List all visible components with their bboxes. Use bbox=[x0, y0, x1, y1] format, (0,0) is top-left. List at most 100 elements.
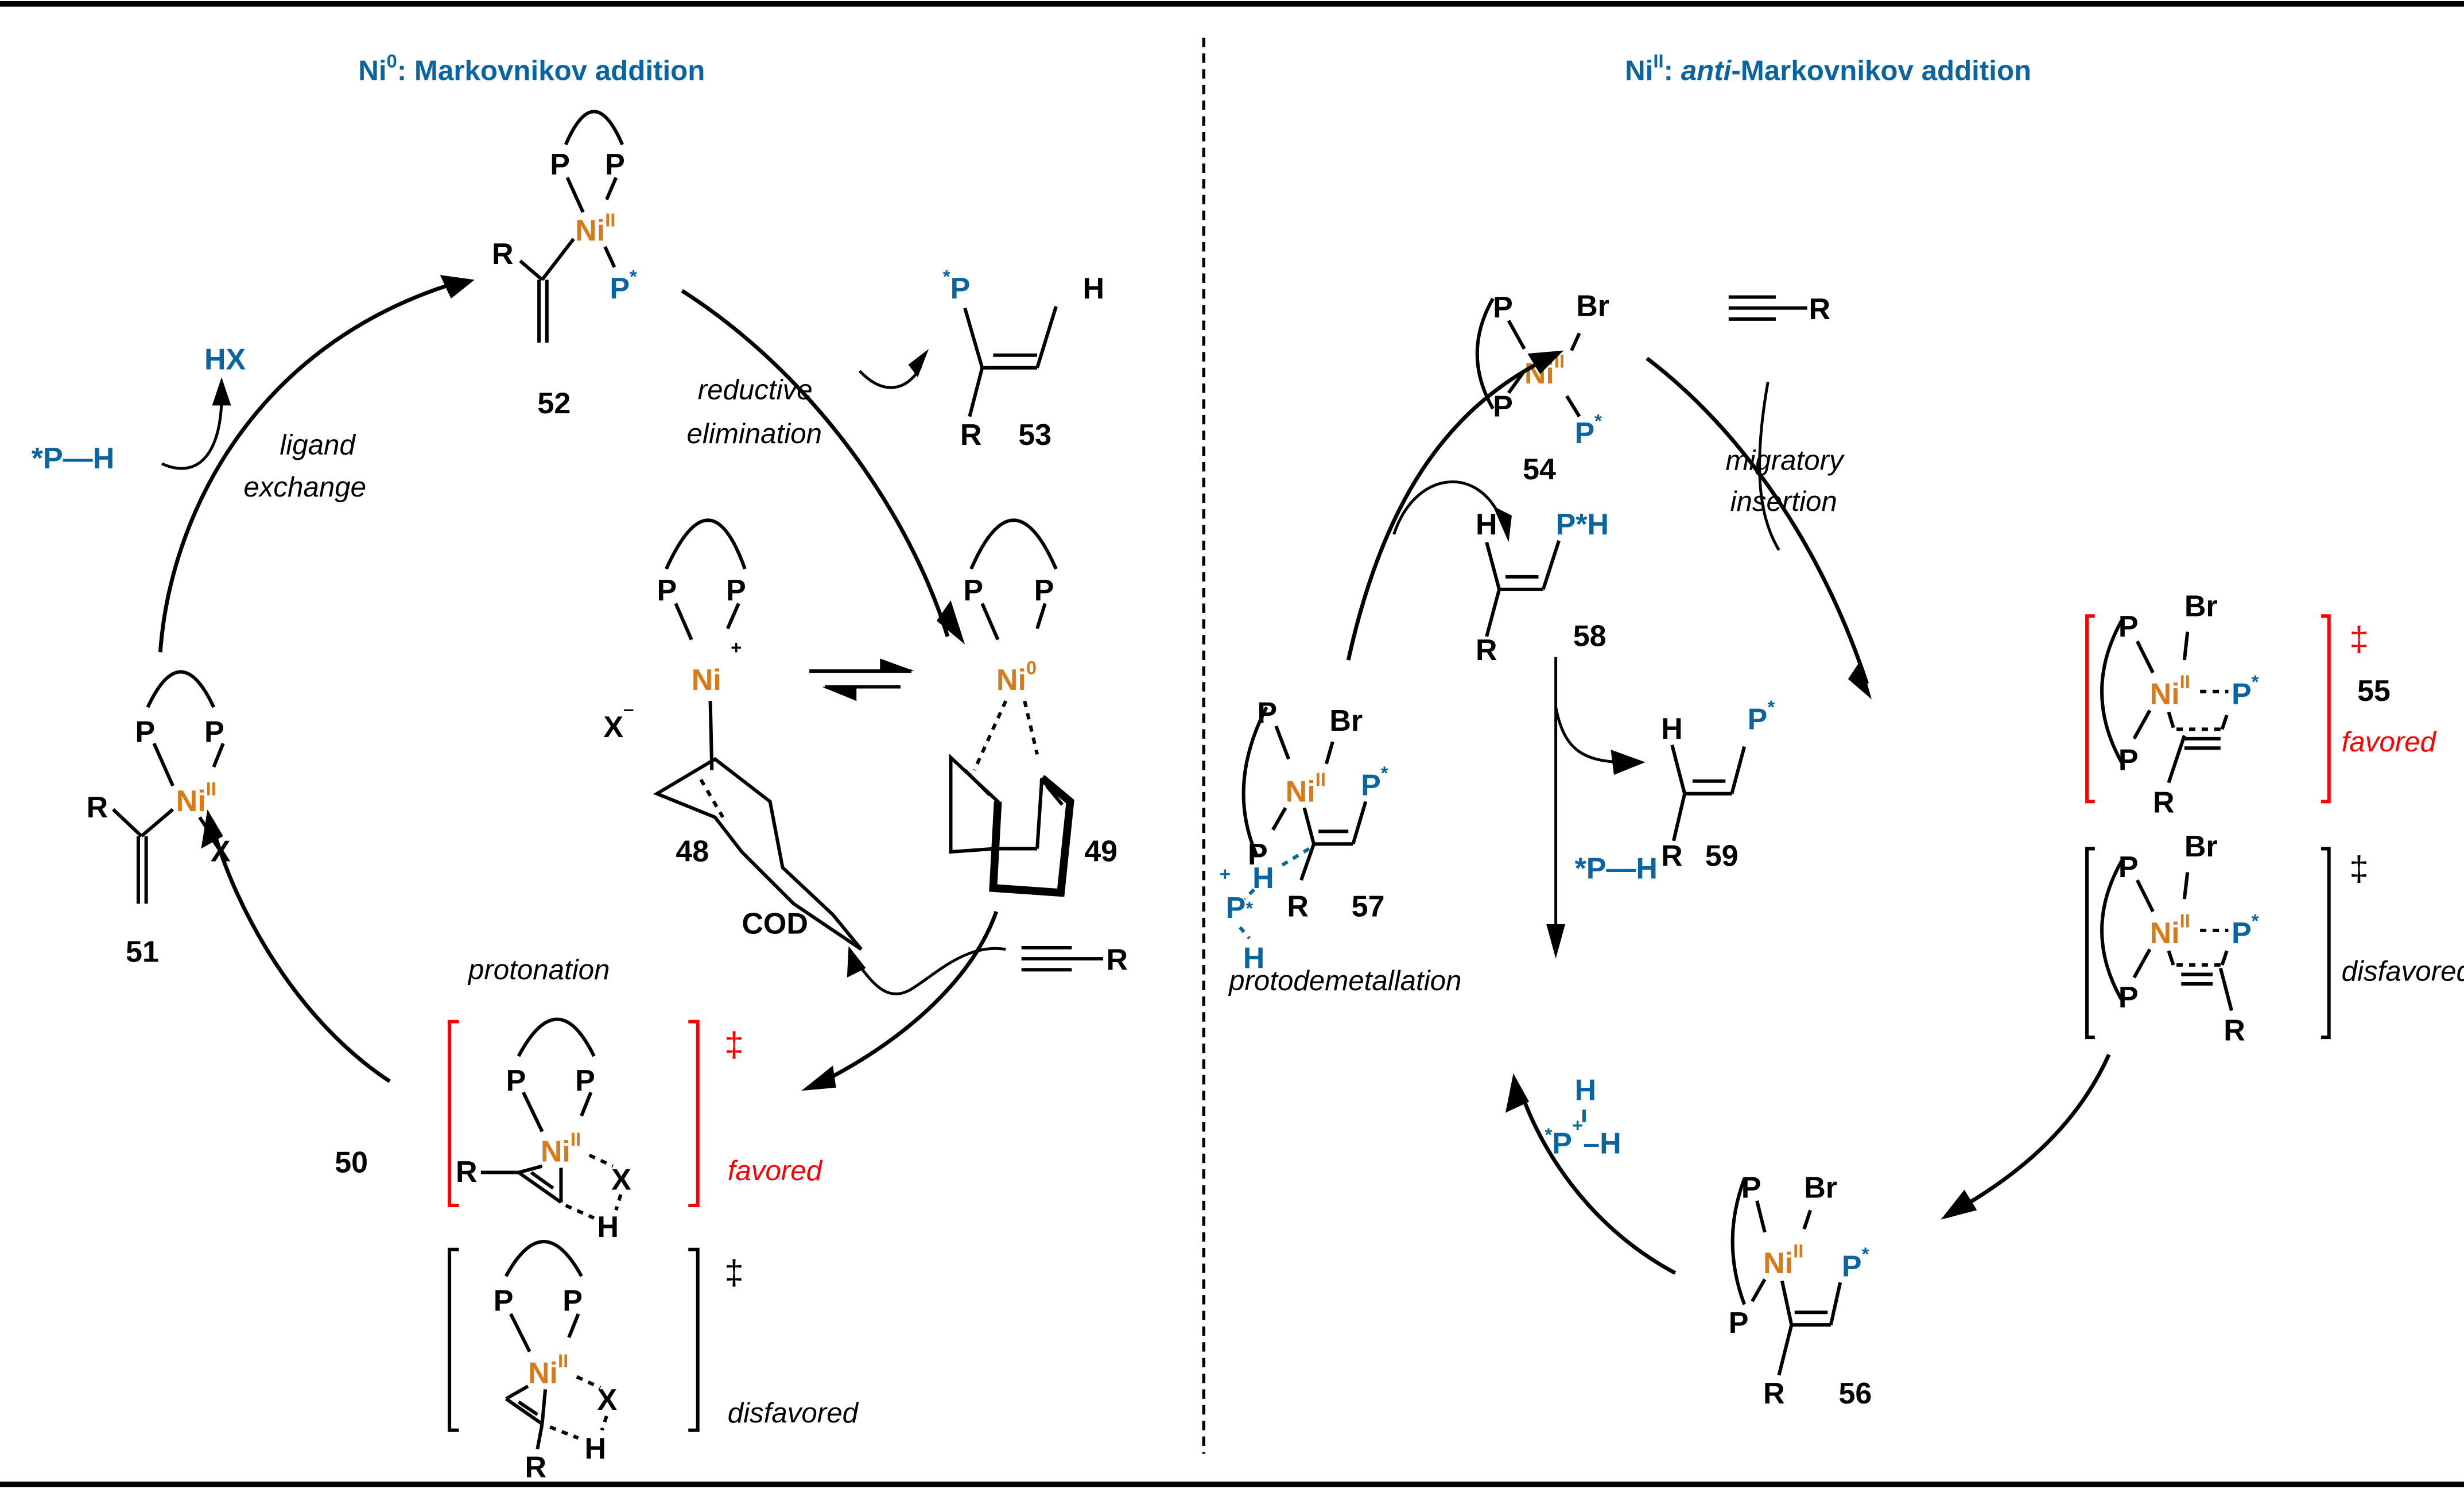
compound-label-59: 59 bbox=[1705, 840, 1739, 873]
atom-ni: NiII bbox=[176, 778, 216, 817]
compound-label-53: 53 bbox=[1018, 418, 1051, 452]
svg-text:R: R bbox=[456, 1155, 478, 1189]
svg-text:R: R bbox=[1661, 840, 1683, 873]
left-panel-title: Ni0: Markovnikov addition bbox=[358, 51, 705, 87]
arrow-release-cod bbox=[855, 947, 1006, 995]
compound-49: P P Ni0 49 bbox=[949, 518, 1117, 897]
svg-text:P: P bbox=[1493, 291, 1513, 324]
svg-text:P: P bbox=[494, 1284, 514, 1317]
atom-r: R bbox=[960, 418, 982, 452]
ts-dagger: ‡ bbox=[2349, 619, 2368, 658]
svg-text:X: X bbox=[211, 835, 231, 868]
svg-text:P: P bbox=[562, 1284, 583, 1317]
atom-r: R bbox=[492, 238, 514, 271]
svg-text:P*H: P*H bbox=[1556, 508, 1609, 541]
arrowhead bbox=[936, 600, 965, 645]
phosphonium-byproduct: H *P+–H bbox=[1545, 1074, 1621, 1161]
arrow-release-53 bbox=[858, 365, 922, 389]
reagent-ph: *P—H bbox=[32, 442, 115, 475]
svg-text:P: P bbox=[1493, 390, 1513, 424]
compound-50-favored-ts: 50 ‡ P P NiII R X H favored bbox=[335, 1017, 823, 1244]
svg-text:P: P bbox=[2118, 744, 2139, 777]
svg-text:X: X bbox=[597, 1383, 617, 1417]
svg-text:P: P bbox=[2118, 981, 2139, 1014]
atom-ni: NiII bbox=[528, 1350, 568, 1390]
svg-text:P: P bbox=[135, 715, 155, 749]
svg-text:Br: Br bbox=[1804, 1171, 1837, 1204]
svg-text:P*: P* bbox=[1748, 696, 1775, 736]
svg-text:R: R bbox=[525, 1451, 546, 1484]
compound-label-51: 51 bbox=[126, 936, 159, 969]
compound-label-58: 58 bbox=[1573, 619, 1607, 653]
atom-ni: NiII bbox=[1763, 1240, 1803, 1279]
svg-text:P: P bbox=[963, 574, 983, 607]
compound-label-54: 54 bbox=[1523, 453, 1556, 486]
svg-text:R: R bbox=[1107, 943, 1128, 976]
step-reductive-elimination-1: reductive bbox=[698, 374, 813, 405]
compound-label-56: 56 bbox=[1838, 1377, 1872, 1410]
svg-text:P*: P* bbox=[1361, 762, 1388, 802]
atom-p: P bbox=[550, 148, 570, 181]
compound-57: P P NiII Br P* R 57 H + P* H bbox=[1220, 696, 1388, 975]
compound-50-disfavored-ts: ‡ P P NiII R X H disfavored bbox=[448, 1240, 859, 1484]
step-reductive-elimination-2: elimination bbox=[687, 418, 822, 449]
atom-ni: NiII bbox=[541, 1129, 581, 1168]
ts-disfavored-label: disfavored bbox=[2342, 956, 2464, 987]
compound-52: P P NiII R P* 52 bbox=[492, 110, 637, 420]
svg-text:X: X bbox=[611, 1164, 631, 1197]
compound-label-52: 52 bbox=[537, 387, 571, 420]
compound-58: H P*H R 58 bbox=[1476, 508, 1609, 667]
ts-dagger: ‡ bbox=[724, 1253, 744, 1292]
svg-text:H: H bbox=[1252, 862, 1274, 895]
svg-text:R: R bbox=[1476, 634, 1497, 667]
left-panel: Ni0: Markovnikov addition P P NiII R P* … bbox=[32, 51, 1128, 1484]
step-ligand-exchange-1: ligand bbox=[280, 429, 356, 460]
step-protodemetallation: protodemetallation bbox=[1228, 965, 1461, 996]
arrow-protodemetallation bbox=[1519, 1091, 1677, 1275]
svg-text:P: P bbox=[575, 1064, 595, 1098]
svg-text:P*: P* bbox=[1842, 1243, 1869, 1283]
ts-disfavored-label: disfavored bbox=[728, 1397, 859, 1429]
svg-text:P*: P* bbox=[2232, 671, 2259, 711]
compound-53: *P H R 53 bbox=[943, 266, 1104, 452]
svg-text:H: H bbox=[597, 1211, 619, 1244]
atom-h: H bbox=[1082, 272, 1104, 305]
svg-text:R: R bbox=[2153, 786, 2175, 820]
compound-label-48: 48 bbox=[676, 835, 709, 868]
compound-label-55: 55 bbox=[2357, 674, 2391, 708]
compound-48: P P Ni + X– 48 bbox=[603, 518, 863, 951]
arrow-ligand-exchange bbox=[158, 281, 457, 653]
svg-text:+: + bbox=[1220, 863, 1231, 884]
svg-text:Br: Br bbox=[1329, 704, 1363, 738]
atom-ni: Ni0 bbox=[996, 657, 1037, 697]
ts-dagger: ‡ bbox=[2349, 848, 2368, 887]
atom-p: P bbox=[605, 148, 625, 181]
svg-text:P*: P* bbox=[1226, 891, 1254, 925]
svg-text:R: R bbox=[87, 791, 108, 824]
svg-text:R: R bbox=[1809, 293, 1830, 326]
arrow-to-56 bbox=[1955, 1053, 2111, 1212]
svg-text:H: H bbox=[1661, 712, 1683, 746]
arrow-alkyne-coordination bbox=[816, 910, 999, 1087]
counterion-x: X– bbox=[603, 698, 634, 744]
compound-label-50: 50 bbox=[335, 1146, 368, 1180]
charge-plus: + bbox=[731, 637, 742, 658]
compound-51: P P NiII R X 51 bbox=[87, 670, 231, 969]
svg-text:R: R bbox=[2224, 1014, 2245, 1048]
atom-ni: NiII bbox=[2150, 910, 2190, 949]
atom-ni: Ni bbox=[692, 664, 721, 697]
step-migratory-insertion-1: migratory bbox=[1725, 445, 1845, 476]
arrow-to-54 bbox=[1346, 356, 1549, 661]
atom-ni: NiII bbox=[2150, 671, 2190, 711]
svg-text:P*: P* bbox=[1574, 410, 1602, 450]
compound-label-49: 49 bbox=[1084, 835, 1117, 868]
atom-ni: NiII bbox=[575, 209, 615, 247]
svg-text:Br: Br bbox=[2184, 830, 2218, 863]
svg-text:Br: Br bbox=[2184, 590, 2218, 623]
svg-text:P: P bbox=[1034, 574, 1054, 607]
svg-text:P: P bbox=[726, 574, 746, 607]
reagent-alkyne: R bbox=[1021, 943, 1128, 976]
arrow-release-59 bbox=[1554, 707, 1627, 764]
svg-text:R: R bbox=[1763, 1377, 1785, 1410]
step-protonation: protonation bbox=[467, 954, 610, 986]
